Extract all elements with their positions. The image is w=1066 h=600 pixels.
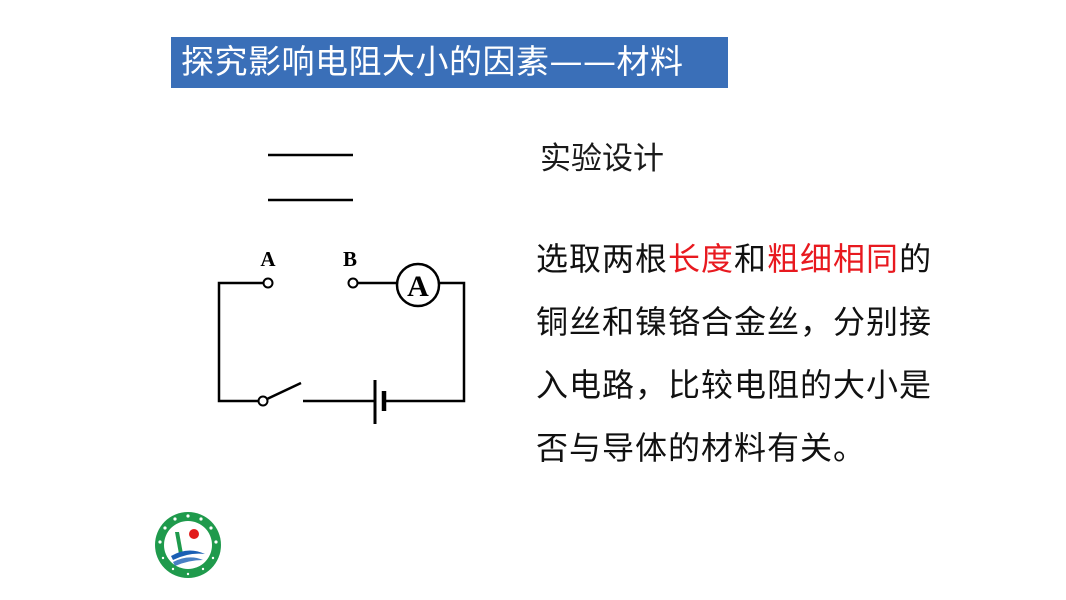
ammeter-circle xyxy=(395,262,441,308)
highlight-length: 长度 xyxy=(668,240,735,278)
logo-blue-wave-2 xyxy=(173,557,203,566)
ammeter: A xyxy=(395,262,441,308)
terminal-a-label: A xyxy=(260,247,276,271)
logo-inner-disc xyxy=(164,521,212,569)
description-line-3: 入电路，比较电阻的大小是 xyxy=(536,366,933,404)
right-wire xyxy=(384,281,466,403)
terminal-a xyxy=(262,277,274,289)
description-line-1: 选取两根长度和粗细相同的 xyxy=(536,228,976,291)
logo-blue-wave xyxy=(171,550,205,560)
switch xyxy=(257,381,302,407)
description-line-2: 铜丝和镍铬合金丝，分别接 xyxy=(536,303,933,341)
logo-red-sun xyxy=(189,529,199,539)
slide-title: 探究影响电阻大小的因素——材料 xyxy=(181,42,684,81)
logo-green-stroke xyxy=(175,532,183,554)
description-segment: 和 xyxy=(734,240,768,278)
description-line-4: 否与导体的材料有关。 xyxy=(536,429,867,467)
description-segment: 的 xyxy=(899,240,933,278)
switch-lever xyxy=(266,381,302,401)
ammeter-label: A xyxy=(407,270,429,303)
highlight-thickness: 粗细相同 xyxy=(767,240,900,278)
description-text: 选取两根长度和粗细相同的 铜丝和镍铬合金丝，分别接 入电路，比较电阻的大小是 否… xyxy=(536,228,976,480)
terminal-b-label: B xyxy=(343,247,357,271)
section-heading: 实验设计 xyxy=(540,141,664,177)
left-wire xyxy=(217,281,263,403)
title-bar: 探究影响电阻大小的因素——材料 xyxy=(171,37,728,88)
circuit-wires xyxy=(217,281,466,403)
description-segment: 选取两根 xyxy=(536,240,669,278)
battery xyxy=(373,380,387,424)
switch-pivot xyxy=(257,395,269,407)
terminal-b xyxy=(347,277,359,289)
school-logo-icon xyxy=(155,512,221,578)
logo-ring-dots xyxy=(158,514,218,576)
